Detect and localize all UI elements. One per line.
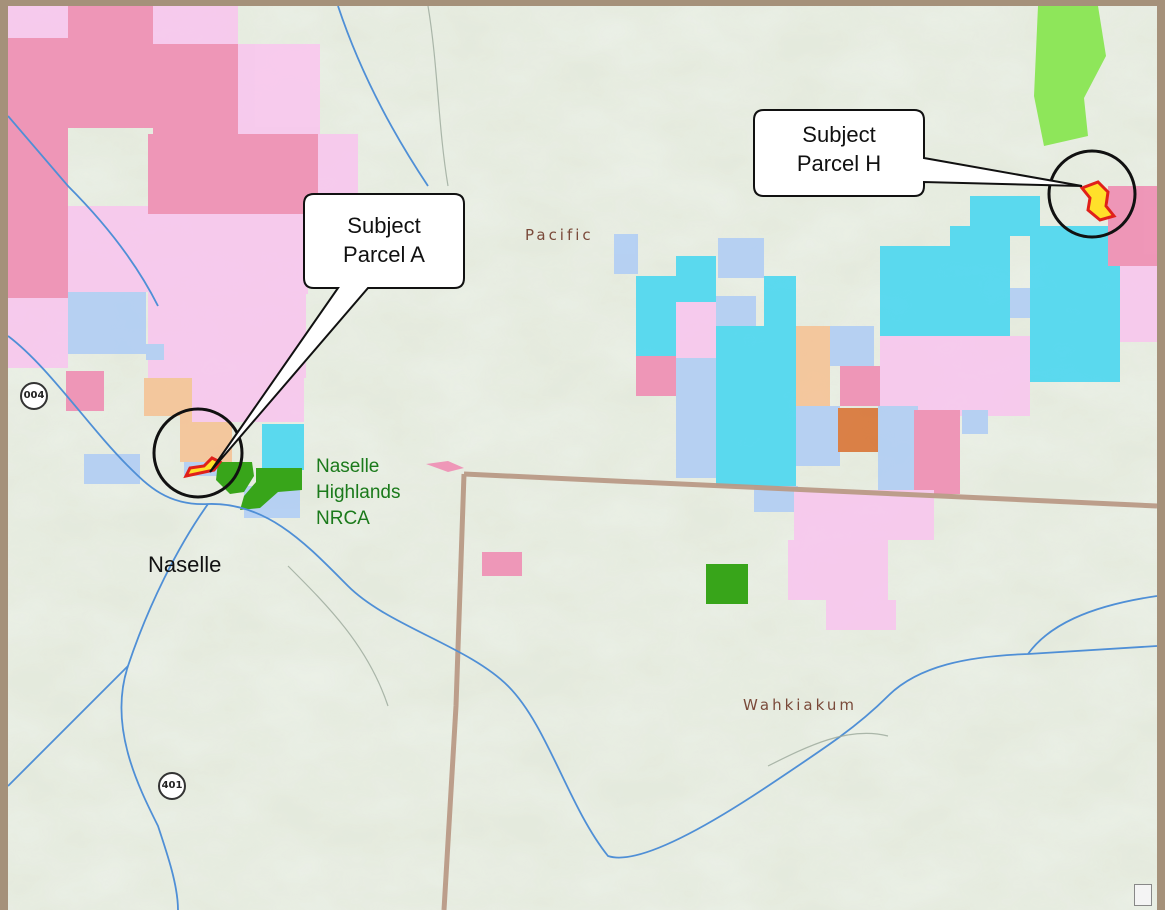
parcel (8, 298, 68, 368)
county-label-pacific: Pacific (525, 226, 594, 244)
parcel (794, 490, 934, 540)
east-parcels (614, 186, 1157, 630)
map-layers (8, 6, 1157, 910)
parcel (8, 6, 68, 38)
callout-h-line1: Subject (802, 122, 876, 147)
parcel (676, 256, 716, 302)
parcel (68, 292, 146, 354)
county-label-wahkiakum: Wahkiakum (743, 696, 857, 714)
subject-parcel-h (1079, 180, 1117, 222)
parcel (148, 134, 318, 214)
parcel (880, 246, 950, 336)
parcel-h-circle (1047, 149, 1137, 239)
parcel (1120, 266, 1157, 342)
parcel (764, 276, 796, 326)
parcel (878, 406, 918, 490)
parcel (1030, 226, 1120, 382)
parcel (840, 366, 880, 406)
parcel (148, 214, 308, 294)
parcel (1010, 288, 1030, 318)
parcel (718, 238, 764, 278)
roads (287, 6, 889, 767)
parcel (153, 6, 238, 44)
parcel (716, 296, 756, 326)
parcel (614, 234, 638, 274)
nrca-line2: Highlands (316, 482, 401, 503)
parcel (970, 196, 1040, 236)
nrca-parcels (216, 6, 1106, 604)
parcel (8, 128, 68, 298)
parcel (796, 406, 840, 466)
parcel (1108, 186, 1157, 266)
parcel (950, 226, 1010, 336)
parcel (962, 410, 988, 434)
parcel (262, 424, 304, 470)
county-boundary (441, 471, 1157, 910)
parcel (8, 38, 153, 128)
parcel (830, 326, 874, 366)
parcel (880, 336, 1030, 416)
parcel (914, 410, 960, 494)
parcel (192, 378, 304, 422)
parcel (144, 378, 192, 416)
parcel-a-circle (152, 407, 244, 499)
parcel (482, 552, 522, 576)
nrca-parcel (706, 564, 748, 604)
parcel (238, 44, 320, 134)
west-parcels (8, 6, 522, 576)
callout-a-line1: Subject (347, 213, 421, 238)
parcel (68, 206, 148, 292)
route-shield-401: 401 (158, 772, 186, 800)
parcel (148, 294, 306, 378)
parcel (68, 6, 153, 38)
parcel (796, 326, 830, 406)
parcel (153, 44, 238, 134)
parcel (66, 371, 104, 411)
document-icon[interactable] (1134, 884, 1152, 906)
parcel (426, 461, 464, 472)
parcel (146, 344, 164, 360)
nrca-line3: NRCA (316, 508, 370, 529)
parcel (716, 326, 796, 486)
map-view[interactable]: Subject Parcel A Subject Parcel H Pacifi… (8, 6, 1157, 910)
parcel (788, 540, 888, 600)
parcel (676, 358, 716, 478)
callout-h-line2: Parcel H (796, 151, 882, 176)
rivers (8, 6, 1157, 910)
parcel (636, 276, 676, 356)
callout-parcel-a-text: Subject Parcel A (304, 211, 464, 269)
route-shield-004: 004 (20, 382, 48, 410)
callout-a-line2: Parcel A (343, 242, 425, 267)
nrca-parcel (240, 468, 302, 510)
parcel (826, 600, 896, 630)
callout-a-box (209, 193, 465, 473)
town-label-naselle: Naselle (148, 552, 222, 577)
callout-h-box (753, 109, 1083, 197)
subject-parcel-a (183, 456, 223, 479)
callout-parcel-h-text: Subject Parcel H (754, 120, 924, 178)
nrca-label: Naselle Highlands NRCA (316, 454, 401, 532)
green-parcel (1034, 6, 1106, 146)
parcel (676, 302, 716, 358)
parcel (838, 408, 878, 452)
nrca-line1: Naselle (316, 456, 380, 477)
parcel (636, 356, 676, 396)
